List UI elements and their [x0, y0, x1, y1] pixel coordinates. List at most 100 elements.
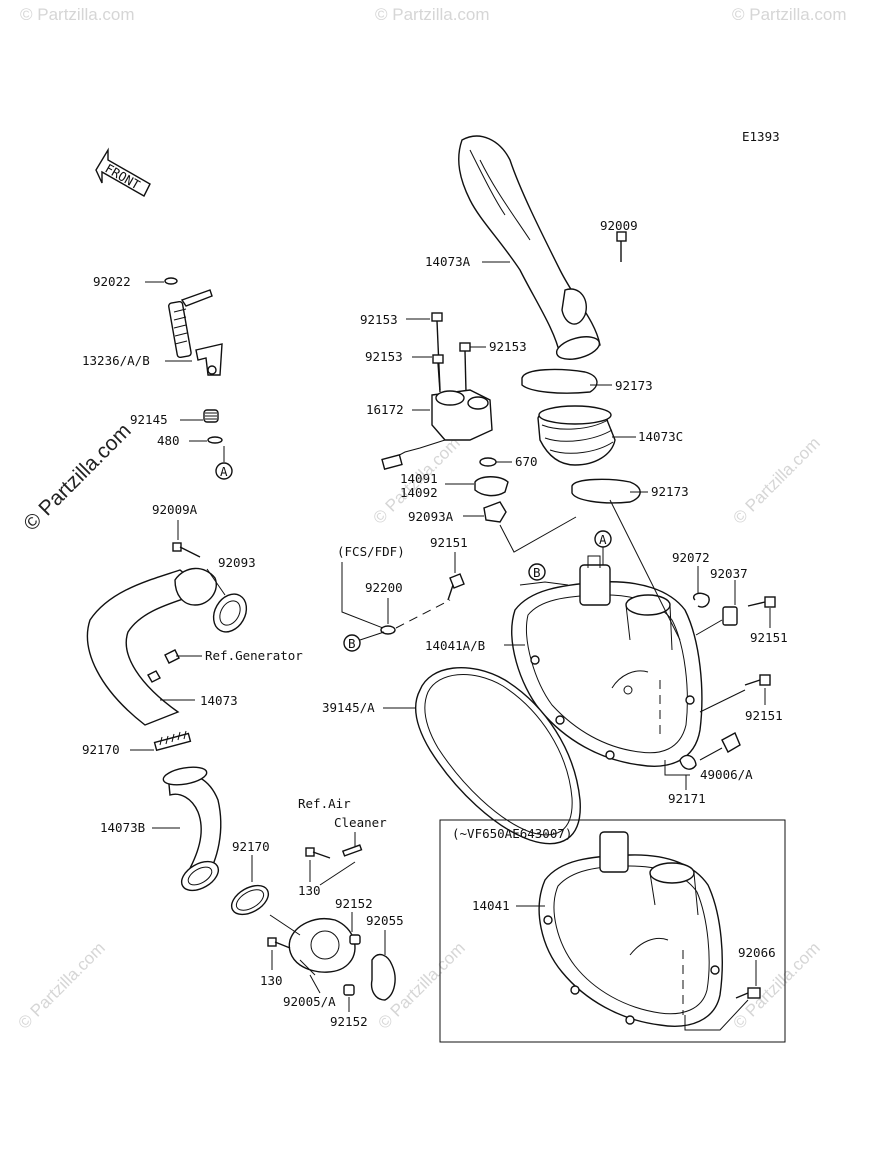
- label-92037: 92037: [710, 566, 748, 581]
- label-92151-upper: 92151: [750, 630, 788, 645]
- label-92093: 92093: [218, 555, 256, 570]
- label-14041: 14041: [472, 898, 510, 913]
- label-92055: 92055: [366, 913, 404, 928]
- label-92200: 92200: [365, 580, 403, 595]
- part-92055: [370, 953, 396, 1001]
- part-92173-upper: [521, 368, 598, 394]
- part-92152-upper: [349, 934, 361, 945]
- part-14073A: [458, 135, 601, 360]
- part-14073C: [537, 405, 616, 466]
- part-16172: [381, 389, 493, 471]
- label-92171: 92171: [668, 791, 706, 806]
- part-92152-upper-stud: [341, 844, 363, 857]
- part-13236: [168, 289, 223, 376]
- part-92170-upper: [153, 730, 192, 752]
- vf650-inset-frame: [439, 819, 786, 1043]
- part-92072: [693, 592, 710, 608]
- part-92153-b: [432, 354, 444, 393]
- part-14041: [538, 831, 723, 1027]
- part-92152-lower: [343, 984, 355, 996]
- part-92022: [164, 277, 178, 285]
- part-130-upper: [305, 847, 331, 859]
- label-92152-lower: 92152: [330, 1014, 368, 1029]
- part-49006A: [721, 732, 741, 753]
- watermark-mid-right: © Partzilla.com: [729, 433, 823, 527]
- label-92153-a: 92153: [360, 312, 398, 327]
- watermark-bottom-left: © Partzilla.com: [14, 938, 108, 1032]
- part-92170-lower: [230, 884, 270, 916]
- part-92151-upper: [747, 596, 776, 608]
- note-ref-generator: Ref.Generator: [205, 648, 303, 663]
- label-130-lower: 130: [260, 973, 283, 988]
- label-14073A: 14073A: [425, 254, 471, 269]
- label-92153-c: 92153: [489, 339, 527, 354]
- label-92005A: 92005/A: [283, 994, 336, 1009]
- part-92009A: [172, 542, 201, 558]
- label-92151-fcs: 92151: [430, 535, 468, 550]
- part-480: [207, 436, 223, 444]
- label-14091: 14091: [400, 471, 438, 486]
- part-92093A: [483, 501, 507, 523]
- part-92200: [380, 625, 396, 635]
- label-16172: 16172: [366, 402, 404, 417]
- watermark-top-left: © Partzilla.com: [20, 5, 135, 24]
- part-92005A: [288, 918, 356, 976]
- note-fcs-fdf: (FCS/FDF): [337, 544, 405, 559]
- marker-b-right-text: B: [533, 565, 541, 580]
- label-130-upper: 130: [298, 883, 321, 898]
- marker-b-left-text: B: [348, 636, 356, 651]
- part-14073B: [162, 766, 222, 892]
- part-130-lower: [267, 937, 291, 949]
- label-92022: 92022: [93, 274, 131, 289]
- label-92151-lower: 92151: [745, 708, 783, 723]
- part-92151-lower: [744, 674, 771, 686]
- marker-b-right: [528, 563, 546, 581]
- label-14092: 14092: [400, 485, 438, 500]
- marker-b-left: [343, 634, 361, 652]
- label-92009: 92009: [600, 218, 638, 233]
- part-92173-lower: [571, 478, 641, 504]
- label-92153-b: 92153: [365, 349, 403, 364]
- marker-a-right-text: A: [599, 532, 607, 547]
- part-670: [479, 457, 497, 467]
- label-49006A: 49006/A: [700, 767, 753, 782]
- label-14073C: 14073C: [638, 429, 683, 444]
- part-92009: [616, 231, 627, 262]
- marker-a-left: [215, 462, 233, 480]
- part-14073: [86, 567, 248, 726]
- label-39145A: 39145/A: [322, 700, 375, 715]
- part-92171: [679, 754, 697, 770]
- front-arrow-label: FRONT: [103, 161, 143, 193]
- front-arrow-icon: FRONT: [95, 147, 151, 197]
- watermark-top-center: © Partzilla.com: [375, 5, 490, 24]
- part-92037: [722, 606, 738, 626]
- marker-a-left-text: A: [220, 464, 228, 479]
- label-92170-lower: 92170: [232, 839, 270, 854]
- part-14091: [474, 476, 509, 497]
- label-92173-upper: 92173: [615, 378, 653, 393]
- label-92145: 92145: [130, 412, 168, 427]
- part-14041AB: [511, 555, 703, 767]
- label-670: 670: [515, 454, 538, 469]
- part-92153-a: [431, 312, 443, 391]
- label-92173-lower: 92173: [651, 484, 689, 499]
- label-92072: 92072: [672, 550, 710, 565]
- note-ref-air-line2: Cleaner: [334, 815, 387, 830]
- note-ref-air-line1: Ref.Air: [298, 796, 351, 811]
- label-480: 480: [157, 433, 180, 448]
- label-92009A: 92009A: [152, 502, 198, 517]
- label-14073: 14073: [200, 693, 238, 708]
- label-92170-upper: 92170: [82, 742, 120, 757]
- note-vf650: (~VF650AE643007): [452, 826, 572, 841]
- label-92066: 92066: [738, 945, 776, 960]
- part-92153-c: [459, 342, 471, 393]
- part-92145: [203, 409, 219, 423]
- watermark-top-right: © Partzilla.com: [732, 5, 847, 24]
- label-13236: 13236/A/B: [82, 353, 150, 368]
- label-14073B: 14073B: [100, 820, 145, 835]
- label-92093A: 92093A: [408, 509, 454, 524]
- diagram-code: E1393: [742, 129, 780, 144]
- part-92066: [735, 987, 761, 999]
- label-14041AB: 14041A/B: [425, 638, 485, 653]
